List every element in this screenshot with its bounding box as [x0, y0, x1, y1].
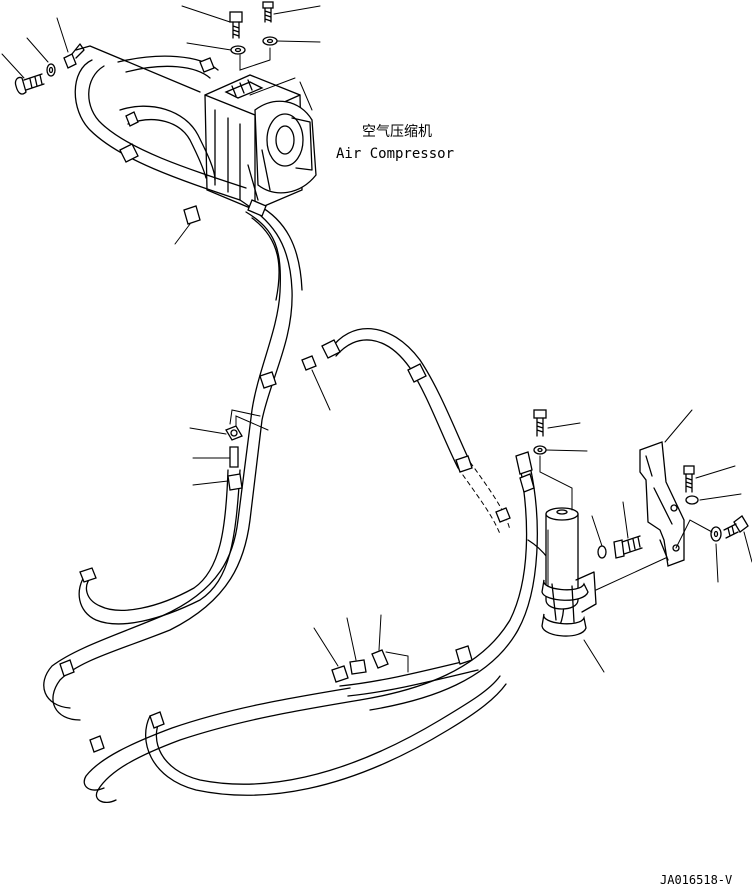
- air-compressor-assembly: [204, 74, 317, 211]
- top-bolt-group: [181, 1, 321, 96]
- hose-assembly: [43, 55, 565, 804]
- left-bolt-group: [1, 17, 201, 95]
- component-label-chinese: 空气压缩机: [362, 124, 432, 140]
- left-fitting-group: [174, 205, 269, 491]
- mounting-bracket: [639, 409, 752, 583]
- receiver-bolt-group: [533, 409, 643, 559]
- drawing-number: JA016518-V: [660, 873, 732, 887]
- component-label-english: Air Compressor: [336, 146, 454, 162]
- bottom-fitting-group: [313, 614, 409, 683]
- receiver-drier: [541, 507, 671, 673]
